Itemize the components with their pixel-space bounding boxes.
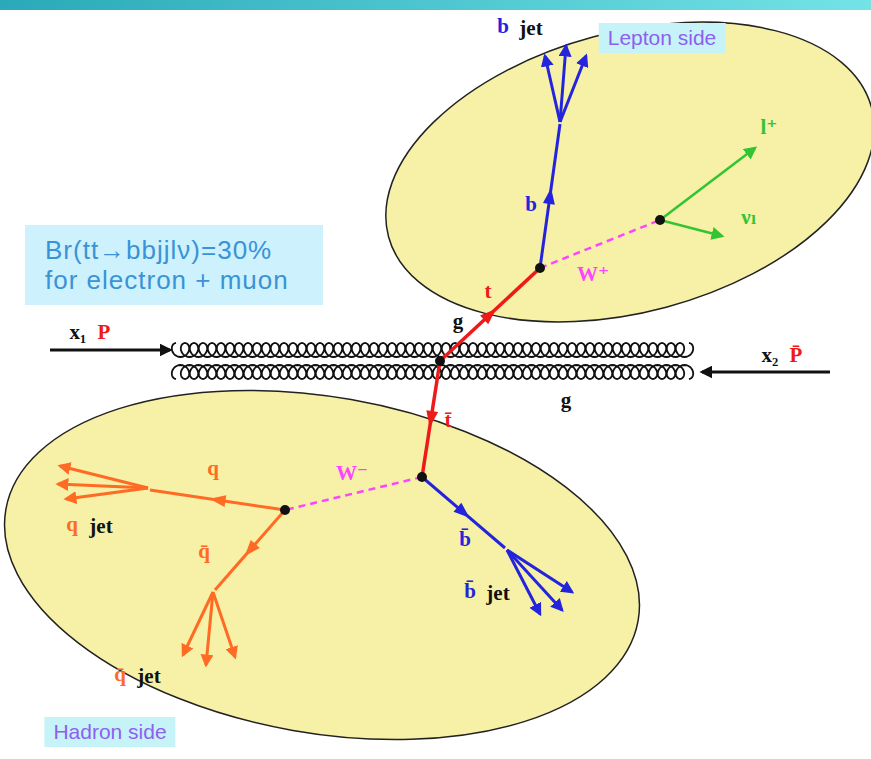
direction-arrowhead: [240, 540, 260, 560]
momentum-fraction: x₂: [762, 344, 779, 367]
neutrino-line: [660, 220, 722, 236]
jet-arrow: [560, 56, 586, 122]
beam-label: P̄: [790, 344, 803, 367]
beam-label: P: [98, 321, 111, 344]
region-label: Hadron side: [44, 717, 175, 747]
jet-arrow: [206, 592, 213, 665]
direction-arrowhead: [543, 187, 557, 204]
lepton-line: [660, 148, 755, 220]
w-boson-line: [540, 220, 660, 268]
beam-arrow: [50, 349, 170, 352]
top-quark-line: [440, 268, 540, 361]
jet-arrow: [66, 488, 148, 499]
jet-label: jet: [89, 515, 112, 538]
momentum-fraction: x₁: [70, 321, 87, 344]
branching-ratio-text: Br(tt→bbjjlν)=30% for electron + muon: [45, 235, 303, 295]
particle-label: W⁻: [336, 462, 368, 485]
jet-label: jet: [486, 582, 509, 605]
vertex-dot: [655, 215, 665, 225]
particle-label: b̄: [464, 580, 476, 603]
particle-label: g: [561, 389, 572, 412]
header-bar: [0, 0, 871, 10]
vertex-dot: [280, 505, 290, 515]
region-label: Lepton side: [599, 23, 726, 53]
particle-label: l⁺: [761, 116, 778, 139]
particle-label: q̄: [198, 540, 210, 563]
particle-label: t̄: [445, 409, 452, 432]
branching-box: Br(tt→bbjjlν)=30% for electron + muon: [25, 225, 323, 305]
jet-label: jet: [519, 17, 542, 40]
particle-label: q: [66, 513, 78, 536]
region-outline: [0, 380, 650, 750]
jet-label: jet: [137, 665, 160, 688]
antitop-line: [422, 361, 440, 477]
header-bar-fill: [0, 0, 871, 10]
particle-label: b̄: [459, 528, 471, 551]
quark-line: [150, 490, 285, 510]
jet-arrow: [58, 484, 148, 488]
jet-arrow: [545, 56, 560, 122]
lepton-region: Lepton side: [375, 10, 871, 340]
gluon-line: [172, 365, 693, 379]
gluon-line: [172, 343, 693, 357]
particle-label: q̄: [114, 663, 126, 686]
region-ellipse: [375, 10, 871, 340]
particle-label: t: [485, 280, 492, 303]
particle-label: W⁺: [577, 263, 609, 286]
beam-arrow: [702, 371, 830, 374]
region-outline: [375, 10, 871, 340]
particle-label: g: [453, 310, 464, 333]
particle-label: q: [207, 457, 219, 480]
jet-arrow: [507, 550, 540, 614]
particle-label: b: [525, 193, 537, 216]
particle-label: νₗ: [741, 206, 757, 229]
vertex-dot: [535, 263, 545, 273]
direction-arrowhead: [424, 410, 438, 428]
direction-arrowhead: [454, 503, 474, 523]
particle-label: b: [497, 15, 509, 38]
jet-arrow: [213, 592, 235, 657]
direction-arrowhead: [209, 493, 227, 507]
region-ellipse: [0, 380, 650, 750]
vertex-dot: [435, 356, 445, 366]
vertex-dot: [417, 472, 427, 482]
direction-arrowhead: [480, 305, 500, 325]
hadron-region: Hadron side: [0, 380, 650, 750]
b-quark-line: [540, 124, 560, 268]
antiquark-line: [215, 510, 285, 590]
